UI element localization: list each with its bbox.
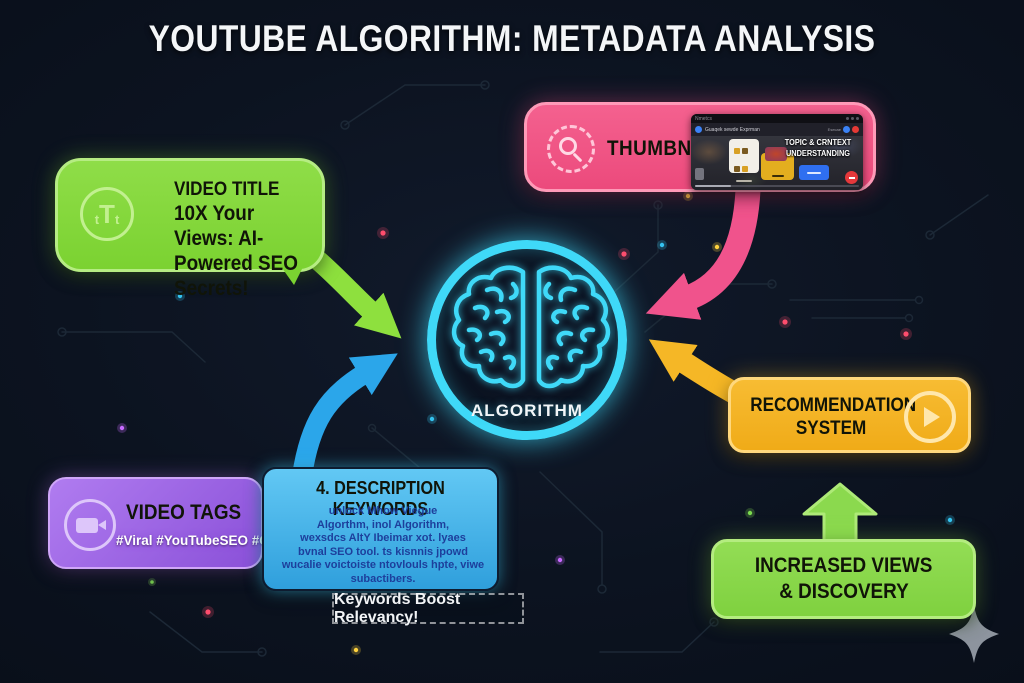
preview-progress-bar [695, 185, 859, 187]
preview-left-chip [695, 168, 704, 180]
keywords-callout: Keywords Boost Relevancy! [332, 591, 524, 626]
preview-red-badge [852, 126, 859, 133]
node-thumbnail: THUMBNAIL Nmetcs Guaqek sewde Exprman Es… [524, 102, 876, 192]
description-line: bvnal SEO tool. ts kisnnis jpowd [298, 545, 468, 558]
page-title: YOUTUBE ALGORITHM: METADATA ANALYSIS [148, 18, 876, 59]
play-icon [904, 391, 956, 443]
preview-nav-text: Guaqek sewde Exprman [705, 126, 760, 133]
video-camera-icon [64, 499, 116, 551]
description-line: Algorthm, inol Algorithm, [316, 518, 450, 531]
preview-blue-badge [843, 126, 850, 133]
node-recommendation: RECOMMENDATION SYSTEM [728, 377, 971, 453]
video-title-line1: 10X Your Views: AI- [174, 202, 264, 250]
node-video-tags: VIDEO TAGS #Viral #YouTubeSEO #ContentCr… [48, 477, 358, 569]
preview-record-button [845, 171, 858, 184]
views-line2: & DISCOVERY [778, 580, 909, 603]
preview-yellow-card [761, 147, 794, 180]
preview-blue-button [799, 165, 829, 180]
video-tags-heading: VIDEO TAGS [126, 501, 242, 524]
video-title-tail [280, 265, 304, 285]
preview-navbar: Guaqek sewde Exprman Esecae [691, 123, 863, 136]
preview-overlay-text: TOPIC & CRNTEXT UNDERSTANDING [784, 138, 852, 158]
description-line: wucalie voictoiste ntovlouls hpte, viwe [281, 559, 485, 571]
arrow-views-to-recommendation [802, 482, 878, 548]
magnifier-icon [547, 125, 595, 173]
thumbnail-preview: Nmetcs Guaqek sewde Exprman Esecae [691, 114, 863, 190]
brain-icon [451, 255, 615, 405]
arrow-description-to-algorithm [292, 353, 398, 486]
recommendation-line2: SYSTEM [795, 418, 867, 439]
preview-tab-label: Nmetcs [695, 115, 712, 122]
preview-nav-right-text: Esecae [827, 127, 841, 132]
preview-avatar [695, 126, 702, 133]
video-title-line2: Powered SEO Secrets! [174, 252, 298, 300]
description-line: unlock Mhow Viegue [328, 505, 438, 517]
preview-tabbar: Nmetcs [691, 114, 863, 123]
preview-window-buttons [846, 117, 859, 120]
node-increased-views: INCREASED VIEWS & DISCOVERY [711, 539, 976, 619]
algorithm-node: ALGORITHM [427, 240, 627, 440]
description-heading: 4. DESCRIPTION KEYWORDS [316, 478, 445, 519]
algorithm-label: ALGORITHM [471, 401, 583, 420]
video-title-heading: VIDEO TITLE [174, 179, 280, 200]
description-line: subactibers. [350, 572, 416, 585]
recommendation-line1: RECOMMENDATION [750, 395, 917, 416]
description-body: unlock Mhow Viegue Algorthm, inol Algori… [278, 505, 488, 586]
description-line: wexsdcs AltY Ibeimar xot. lyaes [300, 532, 466, 544]
views-line1: INCREASED VIEWS [754, 554, 933, 577]
preview-content: TOPIC & CRNTEXT UNDERSTANDING [691, 136, 863, 190]
preview-sticker-card [729, 139, 759, 182]
node-description-keywords: 4. DESCRIPTION KEYWORDS unlock Mhow Vieg… [262, 467, 499, 591]
arrow-thumbnail-to-algorithm [645, 177, 761, 320]
